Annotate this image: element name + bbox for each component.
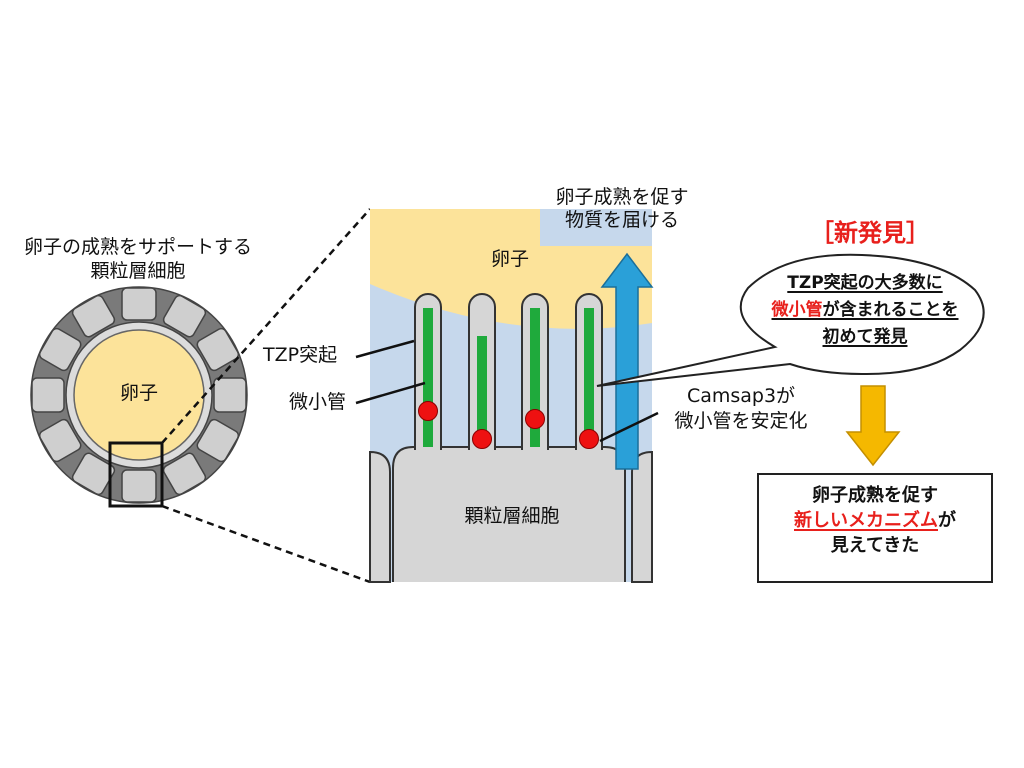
camsap3-dot bbox=[418, 401, 438, 421]
detail-granulosa-label: 顆粒層細胞 bbox=[464, 505, 560, 527]
granulosa-cell bbox=[196, 327, 240, 372]
granulosa-cell bbox=[71, 294, 116, 338]
camsap-label-line2: 微小管を安定化 bbox=[674, 409, 808, 432]
zoom-line-top bbox=[161, 208, 371, 444]
result-arrow bbox=[845, 385, 901, 467]
finding-line2-rest: が含まれることを bbox=[822, 300, 959, 321]
delivery-label-line2: 物質を届ける bbox=[564, 208, 679, 231]
granulosa-cell bbox=[121, 287, 157, 321]
result-line3: 見えてきた bbox=[830, 535, 920, 557]
camsap-callout-line bbox=[599, 411, 659, 443]
zoom-frame bbox=[108, 441, 164, 508]
granulosa-cell bbox=[38, 418, 82, 463]
microtubule-callout-line bbox=[355, 381, 426, 405]
detail-oocyte-label: 卵子 bbox=[490, 248, 529, 270]
granulosa-cell bbox=[38, 327, 82, 372]
result-line2-highlight: 新しいメカニズム bbox=[794, 510, 938, 532]
camsap3-dot bbox=[579, 429, 599, 449]
finding-line2: 微小管が含まれることを bbox=[740, 297, 990, 324]
delivery-label: 卵子成熟を促す 物質を届ける bbox=[528, 186, 716, 232]
finding-heading: ［新発見］ bbox=[810, 219, 930, 247]
overview-oocyte-label: 卵子 bbox=[119, 382, 158, 404]
finding-line1: TZP突起の大多数に bbox=[787, 273, 943, 293]
delivery-arrow bbox=[600, 252, 654, 470]
microtubule bbox=[530, 308, 540, 447]
detail-panel bbox=[369, 209, 654, 583]
camsap-label: Camsap3が 微小管を安定化 bbox=[650, 384, 832, 433]
zoom-line-bottom bbox=[161, 504, 371, 584]
finding-line3: 初めて発見 bbox=[822, 327, 908, 348]
tzp-projections bbox=[414, 293, 603, 450]
overview-title: 卵子の成熟をサポートする 顆粒層細胞 bbox=[0, 236, 276, 284]
overview-title-line2: 顆粒層細胞 bbox=[90, 259, 186, 282]
granulosa-cell bbox=[31, 377, 65, 413]
granulosa-cell bbox=[162, 452, 207, 496]
tzp-label: TZP突起 bbox=[263, 344, 338, 366]
camsap-label-line1: Camsap3が bbox=[686, 385, 796, 407]
granulosa-cell bbox=[71, 452, 116, 496]
microtubule-label: 微小管 bbox=[289, 391, 347, 413]
microtubule bbox=[477, 336, 487, 447]
result-line2: 新しいメカニズムが bbox=[759, 508, 991, 533]
granulosa-cell-right bbox=[631, 450, 653, 583]
granulosa-cell-left bbox=[369, 450, 391, 583]
granulosa-cell bbox=[213, 377, 247, 413]
tzp-callout-line bbox=[355, 339, 415, 359]
finding-bubble-text: TZP突起の大多数に 微小管が含まれることを 初めて発見 bbox=[740, 270, 990, 352]
finding-line2-highlight: 微小管 bbox=[771, 300, 823, 321]
camsap3-dot bbox=[525, 409, 545, 429]
result-box: 卵子成熟を促す 新しいメカニズムが 見えてきた bbox=[757, 473, 993, 583]
granulosa-cell bbox=[196, 418, 240, 463]
granulosa-cell bbox=[162, 294, 207, 338]
overview-title-line1: 卵子の成熟をサポートする bbox=[23, 236, 252, 258]
finding-bubble bbox=[596, 253, 985, 387]
microtubule bbox=[584, 308, 594, 447]
camsap3-dot bbox=[472, 429, 492, 449]
result-line2-rest: が bbox=[938, 510, 956, 532]
result-line1: 卵子成熟を促す bbox=[812, 485, 938, 506]
granulosa-cell bbox=[121, 469, 157, 503]
granulosa-cell-ring bbox=[31, 287, 247, 503]
follicle-overview bbox=[30, 286, 248, 508]
delivery-label-line1: 卵子成熟を促す bbox=[555, 186, 689, 208]
microtubule bbox=[423, 308, 433, 447]
